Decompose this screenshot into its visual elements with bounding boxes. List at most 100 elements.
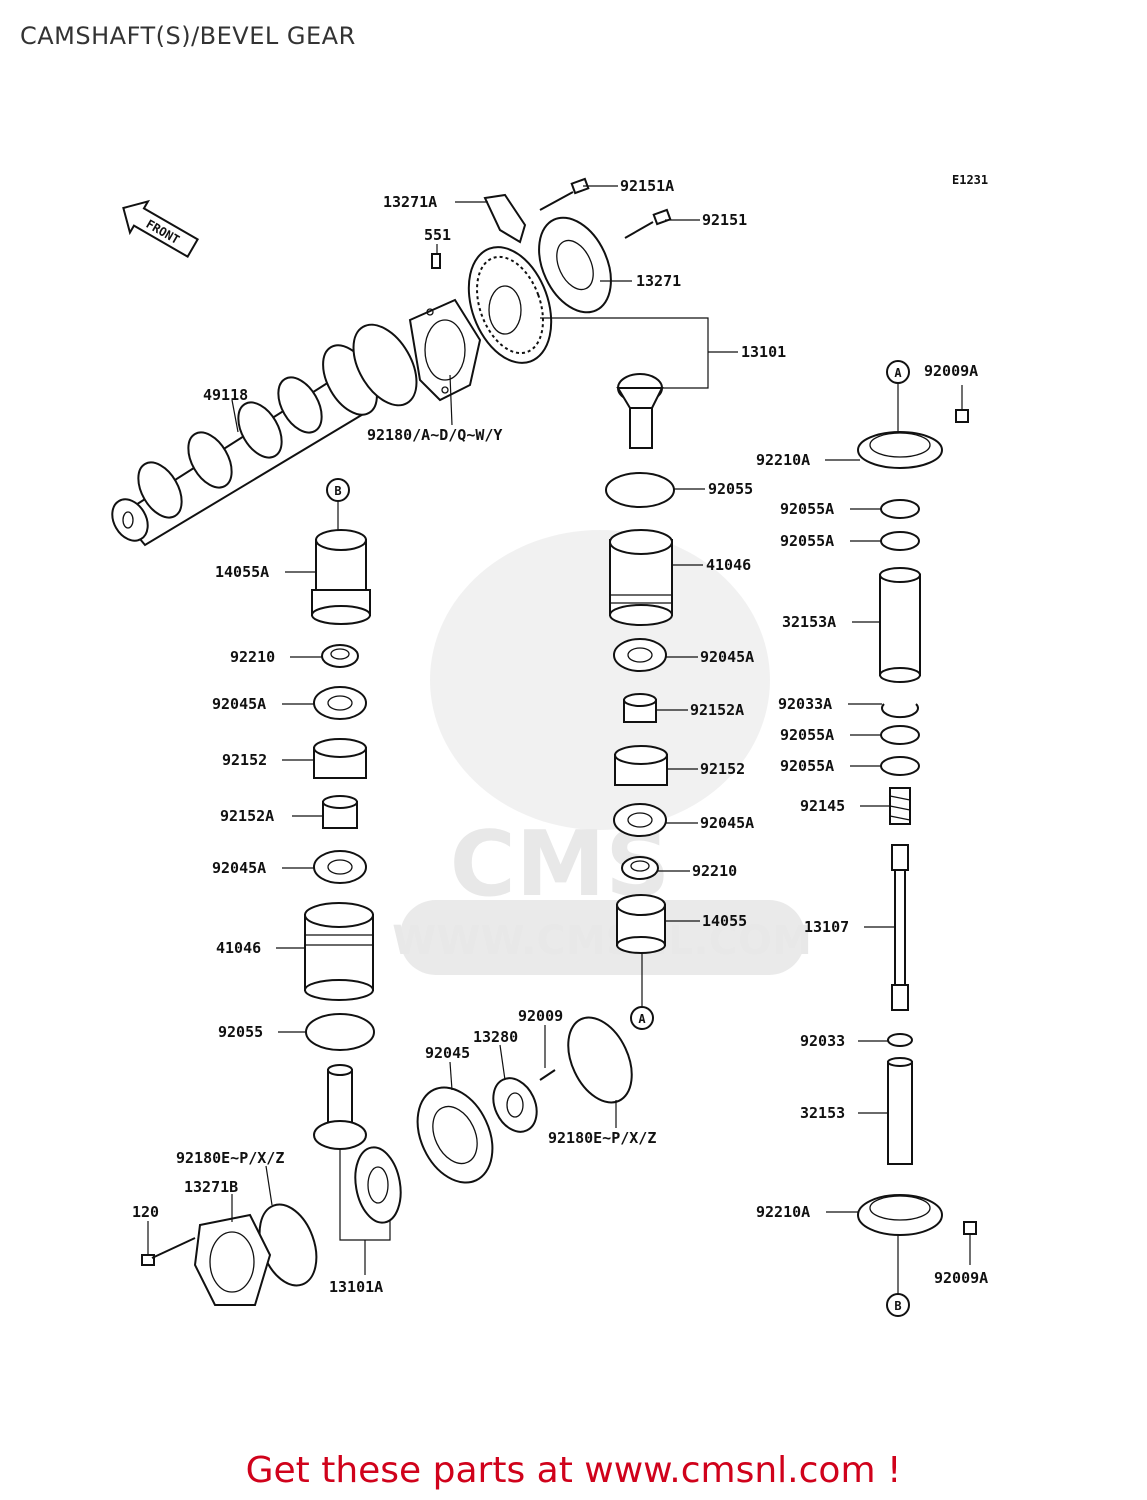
part-label: 92145 (800, 797, 845, 815)
collar-92152-l (313, 738, 367, 779)
pin-551 (431, 253, 441, 269)
parts-diagram: CMS WWW.CMSNL.COM E1231 FRONT (111, 173, 988, 1317)
part-label: 13280 (473, 1028, 518, 1046)
clip-92033A (881, 703, 919, 719)
svg-text:B: B (894, 1299, 901, 1313)
gasket-92180 (408, 298, 482, 402)
part-label: 92009A (924, 362, 978, 380)
part-label: 92055A (780, 726, 834, 744)
plate-13271A (483, 193, 527, 244)
part-label: 92045A (700, 814, 754, 832)
bearing-92045A-l2 (313, 850, 367, 884)
camshaft-49118 (111, 323, 418, 547)
part-label: 32153 (800, 1104, 845, 1122)
nut-92210-l (321, 644, 359, 668)
part-label: 92045 (425, 1044, 470, 1062)
leader-lines (147, 185, 971, 1294)
part-label: 120 (132, 1203, 159, 1221)
housing-41046-lower (304, 902, 374, 1001)
spring-92145 (889, 787, 911, 825)
bearing-92045 (416, 1086, 494, 1184)
bearing-92045A-l1 (313, 686, 367, 720)
oring-92055A-3 (880, 725, 920, 745)
tube-32153A (879, 567, 921, 683)
bolt-92151A (539, 177, 590, 211)
part-label: 92180E~P/X/Z (548, 1129, 656, 1147)
housing-41046-upper (609, 529, 673, 626)
diagram-code: E1231 (952, 173, 988, 187)
part-label: 92055 (708, 480, 753, 498)
ref-circle-b-bottom: B (886, 1293, 910, 1317)
part-label: 92210A (756, 451, 810, 469)
part-label: 32153A (782, 613, 836, 631)
svg-text:A: A (894, 366, 902, 380)
watermark-url: WWW.CMSNL.COM (392, 918, 812, 964)
part-label: 13271A (383, 193, 437, 211)
oring-92055-upper (605, 472, 675, 508)
part-label: 92210 (230, 648, 275, 666)
bearing-92045A-r2 (613, 803, 667, 837)
watermark: CMS WWW.CMSNL.COM (392, 530, 812, 975)
part-labels: 13271A 92151A 92151 551 13271 13101 4911… (132, 177, 988, 1296)
collar-92152A-r (623, 693, 657, 723)
clip-92033 (887, 1033, 913, 1047)
bolt-120 (141, 1237, 196, 1266)
part-label: 92055A (780, 500, 834, 518)
ref-circle-a-mid: A (630, 1006, 654, 1030)
promo-footer-link[interactable]: Get these parts at www.cmsnl.com ! (245, 1450, 902, 1491)
cover-13271B (193, 1213, 272, 1306)
nut-92210A-upper (857, 431, 943, 469)
page-title: CAMSHAFT(S)/BEVEL GEAR (20, 22, 356, 50)
part-label: 92180E~P/X/Z (176, 1149, 284, 1167)
part-label: 92152A (220, 807, 274, 825)
bolt-92009A-upper (955, 409, 969, 423)
part-label: 49118 (203, 386, 248, 404)
plate-13271 (538, 216, 612, 314)
part-label: 13271B (184, 1178, 238, 1196)
shaft-13107 (891, 844, 909, 1011)
gasket-92180E-right (567, 1016, 633, 1104)
part-label: 14055A (215, 563, 269, 581)
part-label: 41046 (216, 939, 261, 957)
sprocket-13101 (467, 246, 553, 364)
part-label: 92210A (756, 1203, 810, 1221)
oring-92055A-1 (880, 499, 920, 519)
part-label: 13101A (329, 1278, 383, 1296)
part-label: 92045A (212, 695, 266, 713)
bolt-92009A-lower (963, 1221, 977, 1235)
nut-92210-r (621, 856, 659, 880)
part-label: 13101 (741, 343, 786, 361)
part-label: 92009 (518, 1007, 563, 1025)
part-label: 92055A (780, 532, 834, 550)
part-label: 92152A (690, 701, 744, 719)
part-label: 92033A (778, 695, 832, 713)
nut-92210A-lower (857, 1194, 943, 1236)
part-label: 92151A (620, 177, 674, 195)
part-label: 92009A (934, 1269, 988, 1287)
oring-92055A-4 (880, 756, 920, 776)
oring-92055-lower (305, 1013, 375, 1051)
part-label: 92210 (692, 862, 737, 880)
part-label: 92180/A~D/Q~W/Y (367, 426, 502, 444)
bevel-gear-13101A (313, 1064, 402, 1224)
ref-circle-b-left: B (326, 478, 350, 502)
collar-92152A-l (322, 795, 358, 829)
bolt-92151 (624, 208, 672, 239)
part-label: 92033 (800, 1032, 845, 1050)
part-label: 92055A (780, 757, 834, 775)
collar-92152-r (614, 745, 668, 786)
part-label: 92152 (222, 751, 267, 769)
svg-text:B: B (334, 484, 341, 498)
part-label: 13107 (804, 918, 849, 936)
part-label: 551 (424, 226, 451, 244)
bearing-92045A-r1 (613, 638, 667, 672)
part-label: 92055 (218, 1023, 263, 1041)
part-label: 92152 (700, 760, 745, 778)
part-label: 92151 (702, 211, 747, 229)
tube-32153 (887, 1057, 913, 1165)
sleeve-14055A (311, 529, 371, 625)
part-label: 41046 (706, 556, 751, 574)
part-label: 92045A (212, 859, 266, 877)
front-arrow-icon: FRONT (122, 199, 200, 259)
plate-13280 (492, 1077, 538, 1133)
